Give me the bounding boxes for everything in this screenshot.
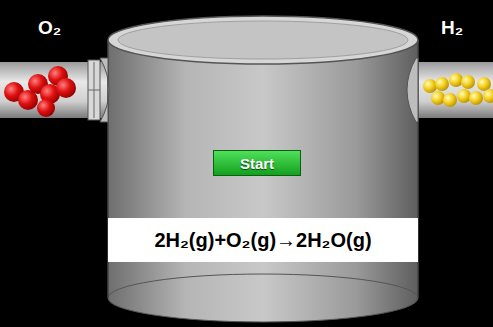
gas-label: O₂ (38, 17, 61, 39)
start-button: Start (213, 150, 301, 176)
equation-band: 2H₂(g)+O₂(g)→2H₂O(g) (108, 218, 418, 262)
equation-band-text: 2H₂(g)+O₂(g)→2H₂O(g) (154, 229, 371, 252)
gas-label: H₂ (441, 17, 463, 39)
start-button-text: Start (240, 155, 274, 172)
